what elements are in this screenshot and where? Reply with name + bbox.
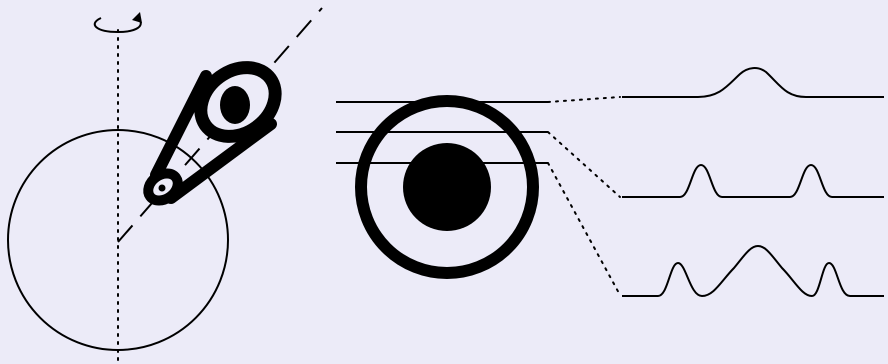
line-profiles [622,68,884,296]
connector-middle [548,132,620,197]
rotating-star-group [8,8,322,362]
connector-top [548,97,620,102]
rotation-arrowhead [132,12,142,23]
telescope-eyepiece-hole [159,185,166,192]
connectors [548,97,620,295]
connector-bottom [548,163,620,295]
telescope [143,53,289,206]
telescope-mirror [220,86,250,124]
star-spot [403,143,491,231]
line-profile-bottom [622,246,884,296]
stellar-disk-group [336,101,548,273]
line-profile-middle [622,165,884,197]
line-profile-top [622,68,884,97]
